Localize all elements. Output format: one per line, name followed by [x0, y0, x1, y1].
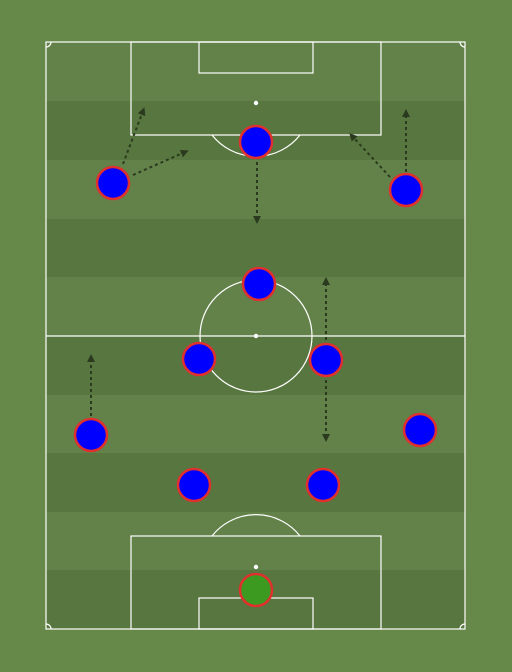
player-marker-rw[interactable] [388, 172, 424, 208]
movement-arrows [87, 107, 410, 442]
goalkeeper-marker-gk[interactable] [238, 572, 274, 608]
grass-stripe [46, 395, 465, 453]
grass-stripe [46, 512, 465, 570]
top-penalty-spot [253, 100, 259, 106]
corner-arc-bottom-left [45, 623, 52, 630]
top-goal-area [198, 41, 314, 74]
bottom-penalty-spot [253, 564, 259, 570]
bottom-penalty-arc [211, 514, 301, 537]
player-marker-st[interactable] [238, 124, 274, 160]
player-marker-lb[interactable] [73, 417, 109, 453]
centre-spot [253, 333, 259, 339]
player-marker-rcm[interactable] [308, 342, 344, 378]
grass-stripe [46, 42, 465, 101]
player-marker-rcb[interactable] [305, 467, 341, 503]
player-marker-lcm[interactable] [181, 341, 217, 377]
corner-arc-top-left [45, 41, 52, 48]
player-marker-lw[interactable] [95, 165, 131, 201]
player-marker-am[interactable] [241, 266, 277, 302]
player-marker-lcb[interactable] [176, 467, 212, 503]
corner-arc-top-right [459, 41, 466, 48]
player-markers [73, 124, 438, 608]
corner-arc-bottom-right [459, 623, 466, 630]
player-marker-rb[interactable] [402, 412, 438, 448]
grass-stripe [46, 336, 465, 395]
grass-stripe [46, 453, 465, 512]
